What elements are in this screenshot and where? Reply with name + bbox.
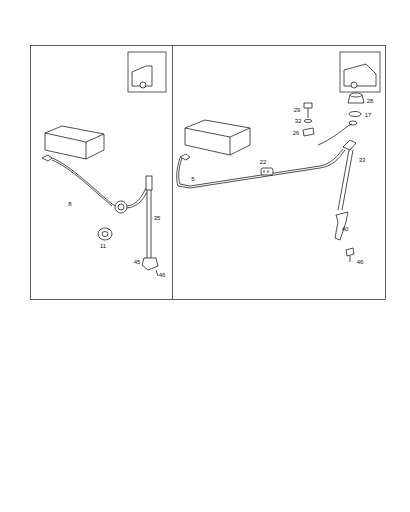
callout-number: 40 [342,226,349,232]
callout-number: 8 [68,201,71,207]
callout-number: 28 [367,98,374,104]
callout-number: 22 [260,159,267,165]
callout-number: 45 [134,259,141,265]
callout-number: 46 [357,259,364,265]
callout-number: 46 [159,272,166,278]
callout-number: 17 [365,112,372,118]
callout-number: 35 [154,215,161,221]
callout-number: 29 [294,107,301,113]
callout-number: 33 [359,157,366,163]
callout-number: 11 [100,243,106,249]
callout-number: 32 [295,118,302,124]
callout-number: 5 [191,176,194,182]
callout-number: 26 [293,130,300,136]
